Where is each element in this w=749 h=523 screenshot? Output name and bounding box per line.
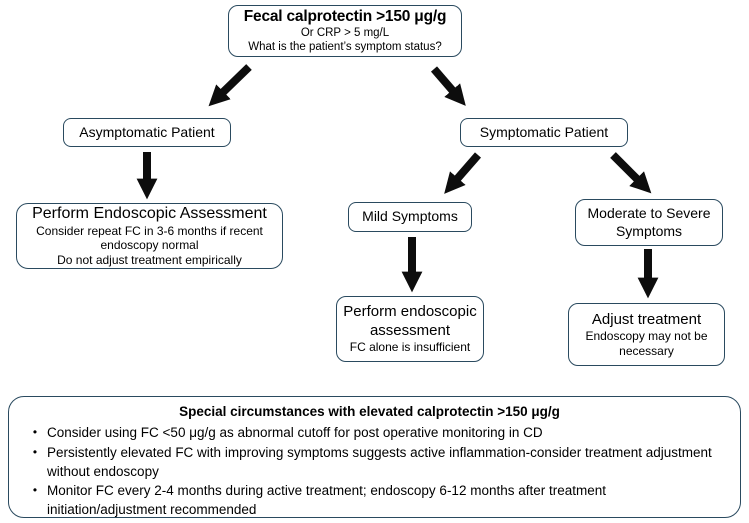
special-bullet-2: Persistently elevated FC with improving … <box>47 444 712 479</box>
node-perform-endoscopic-assessment: Perform endoscopic assessment FC alone i… <box>336 296 484 362</box>
node-special-circumstances: Special circumstances with elevated calp… <box>8 396 741 518</box>
arrow-root-to-symptomatic-icon <box>430 66 466 106</box>
assessment-title: Perform Endoscopic Assessment <box>32 205 267 223</box>
moderate-action-note: Endoscopy may not be necessary <box>585 329 708 358</box>
bullet-icon: • <box>32 482 38 497</box>
symptomatic-label: Symptomatic Patient <box>479 123 609 140</box>
special-bullet-3: Monitor FC every 2-4 months during activ… <box>47 482 607 518</box>
node-mild-symptoms: Mild Symptoms <box>348 202 472 232</box>
list-item: • Consider using FC <50 μg/g as abnormal… <box>23 423 716 442</box>
root-subtitle: Or CRP > 5 mg/L <box>300 27 390 40</box>
bullet-icon: • <box>32 444 38 459</box>
mild-action-note: FC alone is insufficient <box>349 339 471 354</box>
mild-action-title: Perform endoscopic assessment <box>343 303 477 339</box>
list-item: • Persistently elevated FC with improvin… <box>23 443 716 481</box>
root-title: Fecal calprotectin >150 μg/g <box>243 7 447 25</box>
bullet-icon: • <box>32 425 38 440</box>
moderate-action-title: Adjust treatment <box>591 310 702 328</box>
assessment-line1: Consider repeat FC in 3-6 months if rece… <box>36 223 263 253</box>
list-item: • Monitor FC every 2-4 months during act… <box>23 481 716 519</box>
mild-label: Mild Symptoms <box>362 208 458 225</box>
root-question: What is the patient’s symptom status? <box>248 41 442 54</box>
assessment-line2: Do not adjust treatment empirically <box>57 253 242 268</box>
arrow-symptomatic-to-mild-icon <box>444 152 482 194</box>
node-asymptomatic-patient: Asymptomatic Patient <box>63 118 231 147</box>
node-adjust-treatment: Adjust treatment Endoscopy may not be ne… <box>568 303 725 366</box>
node-moderate-severe-symptoms: Moderate to Severe Symptoms <box>575 199 723 246</box>
asymptomatic-label: Asymptomatic Patient <box>79 123 215 140</box>
special-bullet-list: • Consider using FC <50 μg/g as abnormal… <box>23 423 716 519</box>
moderate-label: Moderate to Severe Symptoms <box>587 205 711 239</box>
special-title: Special circumstances with elevated calp… <box>179 404 560 419</box>
arrow-symptomatic-to-moderate-icon <box>610 152 652 194</box>
node-root-calprotectin: Fecal calprotectin >150 μg/g Or CRP > 5 … <box>228 5 462 57</box>
node-endoscopic-assessment: Perform Endoscopic Assessment Consider r… <box>16 203 283 269</box>
special-bullet-1: Consider using FC <50 μg/g as abnormal c… <box>47 425 543 441</box>
node-symptomatic-patient: Symptomatic Patient <box>460 118 628 147</box>
arrow-root-to-asymptomatic-icon <box>208 64 252 107</box>
